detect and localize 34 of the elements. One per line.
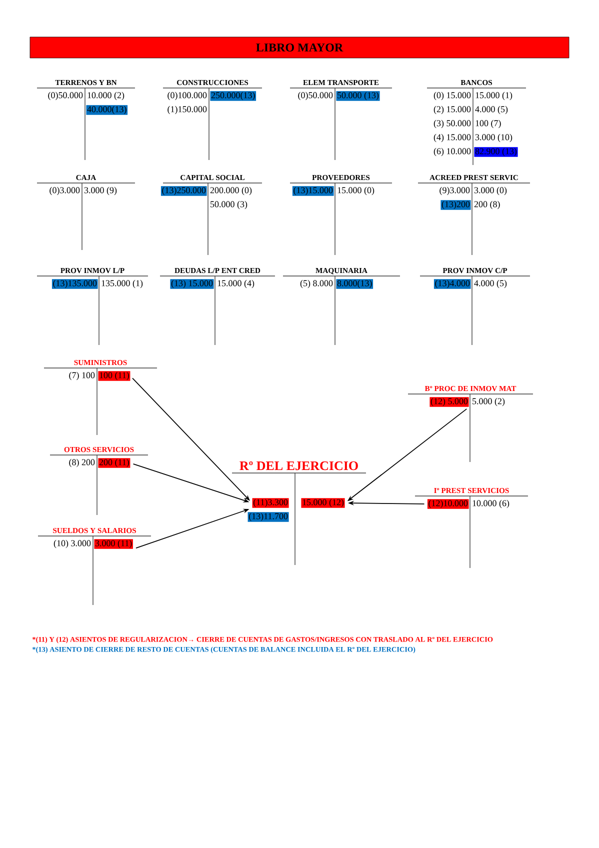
highlighted-entry: 200 (11)	[98, 458, 130, 468]
entry-amount: (0) 15.000	[434, 92, 471, 100]
entry-amount: 5.000 (2)	[472, 398, 505, 406]
highlighted-entry: 8.000(13)	[336, 279, 374, 289]
highlighted-entry: (13)15.000	[292, 186, 334, 196]
highlighted-entry: 40.000(13)	[86, 105, 128, 115]
entry-amount: (1)150.000	[168, 106, 207, 114]
entry-amount: (0)50.000	[48, 92, 83, 100]
highlighted-entry: (11)3.300	[252, 498, 289, 508]
entry-amount: 15.000 (1)	[476, 92, 512, 100]
highlighted-entry: 250.000(13)	[210, 91, 256, 101]
entry-amount: (0)3.000	[50, 186, 80, 196]
entry-amount: (3) 50.000	[434, 120, 471, 128]
entry-amount: 3.000 (9)	[84, 186, 117, 196]
highlighted-entry: 3.000 (11)	[94, 539, 133, 549]
highlighted-entry: 50.000 (13)	[336, 91, 380, 101]
entry-amount: 3.000 (0)	[474, 186, 507, 196]
highlighted-entry: 15.000 (12)	[301, 498, 345, 508]
highlighted-entry: (13)4.000	[434, 279, 471, 289]
highlighted-entry: 82.900 (13)	[474, 147, 518, 157]
entry-amount: 50.000 (3)	[210, 200, 248, 210]
entry-amount: 4.000 (5)	[475, 106, 508, 114]
highlighted-entry: (13)135.000	[52, 279, 98, 289]
highlighted-entry: 100 (11)	[98, 371, 130, 381]
highlighted-entry: (12)10.000	[427, 499, 469, 509]
highlighted-entry: (12) 5.000	[430, 397, 469, 407]
highlighted-entry: (13)11.700	[248, 512, 289, 522]
title-bar: LIBRO MAYOR	[30, 36, 570, 58]
highlighted-entry: (13)200	[440, 200, 471, 210]
highlighted-entry: (13) 15.000	[170, 279, 214, 289]
highlighted-entry: (13)250.000	[160, 186, 207, 196]
entry-amount: (4) 15.000	[434, 134, 471, 142]
entry-amount: (2) 15.000	[434, 106, 471, 114]
entry-amount: 100 (7)	[476, 120, 501, 128]
